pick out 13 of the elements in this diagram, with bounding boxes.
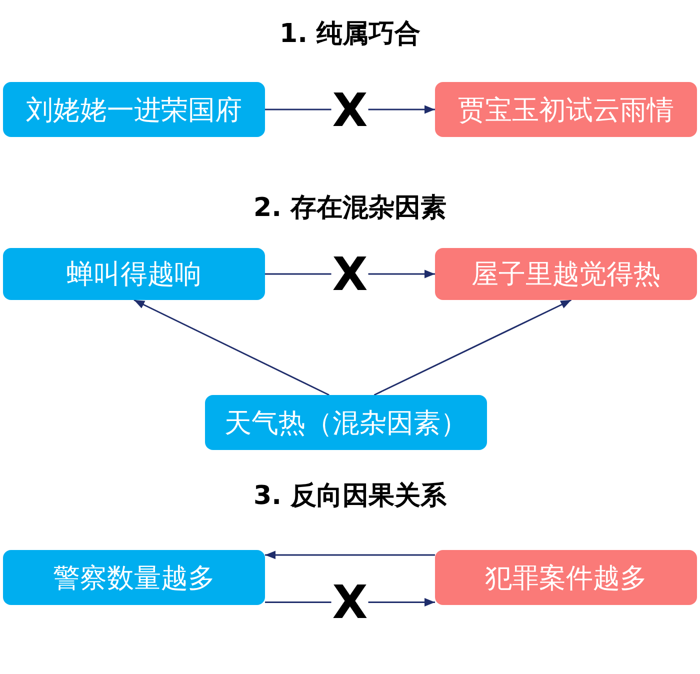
arrow [374,299,572,396]
arrow [265,550,435,560]
process-box: 刘姥姥一进荣国府 [3,82,265,137]
process-box: 天气热（混杂因素） [205,395,487,450]
arrow [134,299,330,396]
process-box: 犯罪案件越多 [435,550,697,605]
process-box: 蝉叫得越响 [3,248,265,300]
process-box: 屋子里越觉得热 [435,248,697,300]
section-heading: 3. 反向因果关系 [253,480,447,513]
process-box: 警察数量越多 [3,550,265,605]
process-box: 贾宝玉初试云雨情 [435,82,697,137]
section-heading: 1. 纯属巧合 [279,18,421,51]
section-heading: 2. 存在混杂因素 [253,192,447,225]
